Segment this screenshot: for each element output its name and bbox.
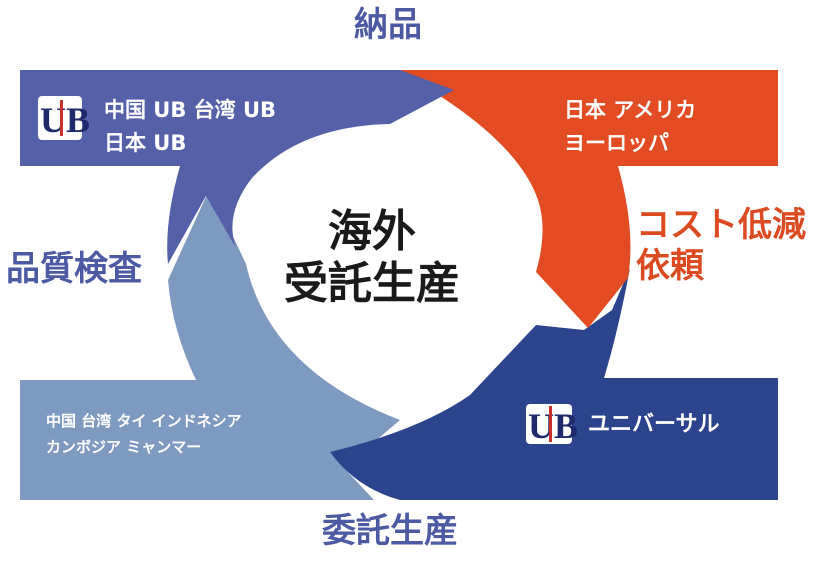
svg-text:UB: UB xyxy=(528,406,578,446)
box-ub-line2: 日本 UB xyxy=(104,130,187,155)
center-title: 海外 受託生産 xyxy=(272,210,472,306)
ub-logo-icon: UB xyxy=(38,96,90,140)
stage-left-label: 品質検査 xyxy=(6,249,142,289)
box-partners-line2: カンボジア ミャンマー xyxy=(46,438,202,457)
segment-universal xyxy=(330,268,778,500)
box-universal-label: ユニバーサル xyxy=(588,412,720,437)
box-partners-line1: 中国 台湾 タイ インドネシア xyxy=(46,412,242,430)
center-title-line2: 受託生産 xyxy=(284,258,460,309)
stage-right-line1: コスト低減 xyxy=(636,205,806,245)
center-title-line1: 海外 xyxy=(328,206,416,257)
stage-right-line2: 依頼 xyxy=(636,245,704,286)
box-partners: 中国 台湾 タイ インドネシア カンボジア ミャンマー xyxy=(46,408,242,461)
svg-text:UB: UB xyxy=(40,100,90,140)
box-markets-line1: 日本 アメリカ xyxy=(564,98,697,122)
center-circle xyxy=(260,156,484,380)
box-ub-locations: 中国 UB 台湾 UB 日本 UB xyxy=(104,94,276,159)
stage-top-label: 納品 xyxy=(354,5,422,45)
stage-bottom-label: 委託生産 xyxy=(322,511,458,551)
stage-right-label: コスト低減 依頼 xyxy=(636,205,806,287)
segment-inspection-partners xyxy=(20,188,400,500)
segment-delivery xyxy=(20,70,454,264)
box-markets-line2: ヨーロッパ xyxy=(564,130,669,155)
segment-markets xyxy=(400,70,778,328)
box-markets: 日本 アメリカ ヨーロッパ xyxy=(564,94,696,159)
ub-logo-universal-icon: UB xyxy=(526,404,578,446)
box-ub-line1: 中国 UB 台湾 UB xyxy=(104,98,277,122)
